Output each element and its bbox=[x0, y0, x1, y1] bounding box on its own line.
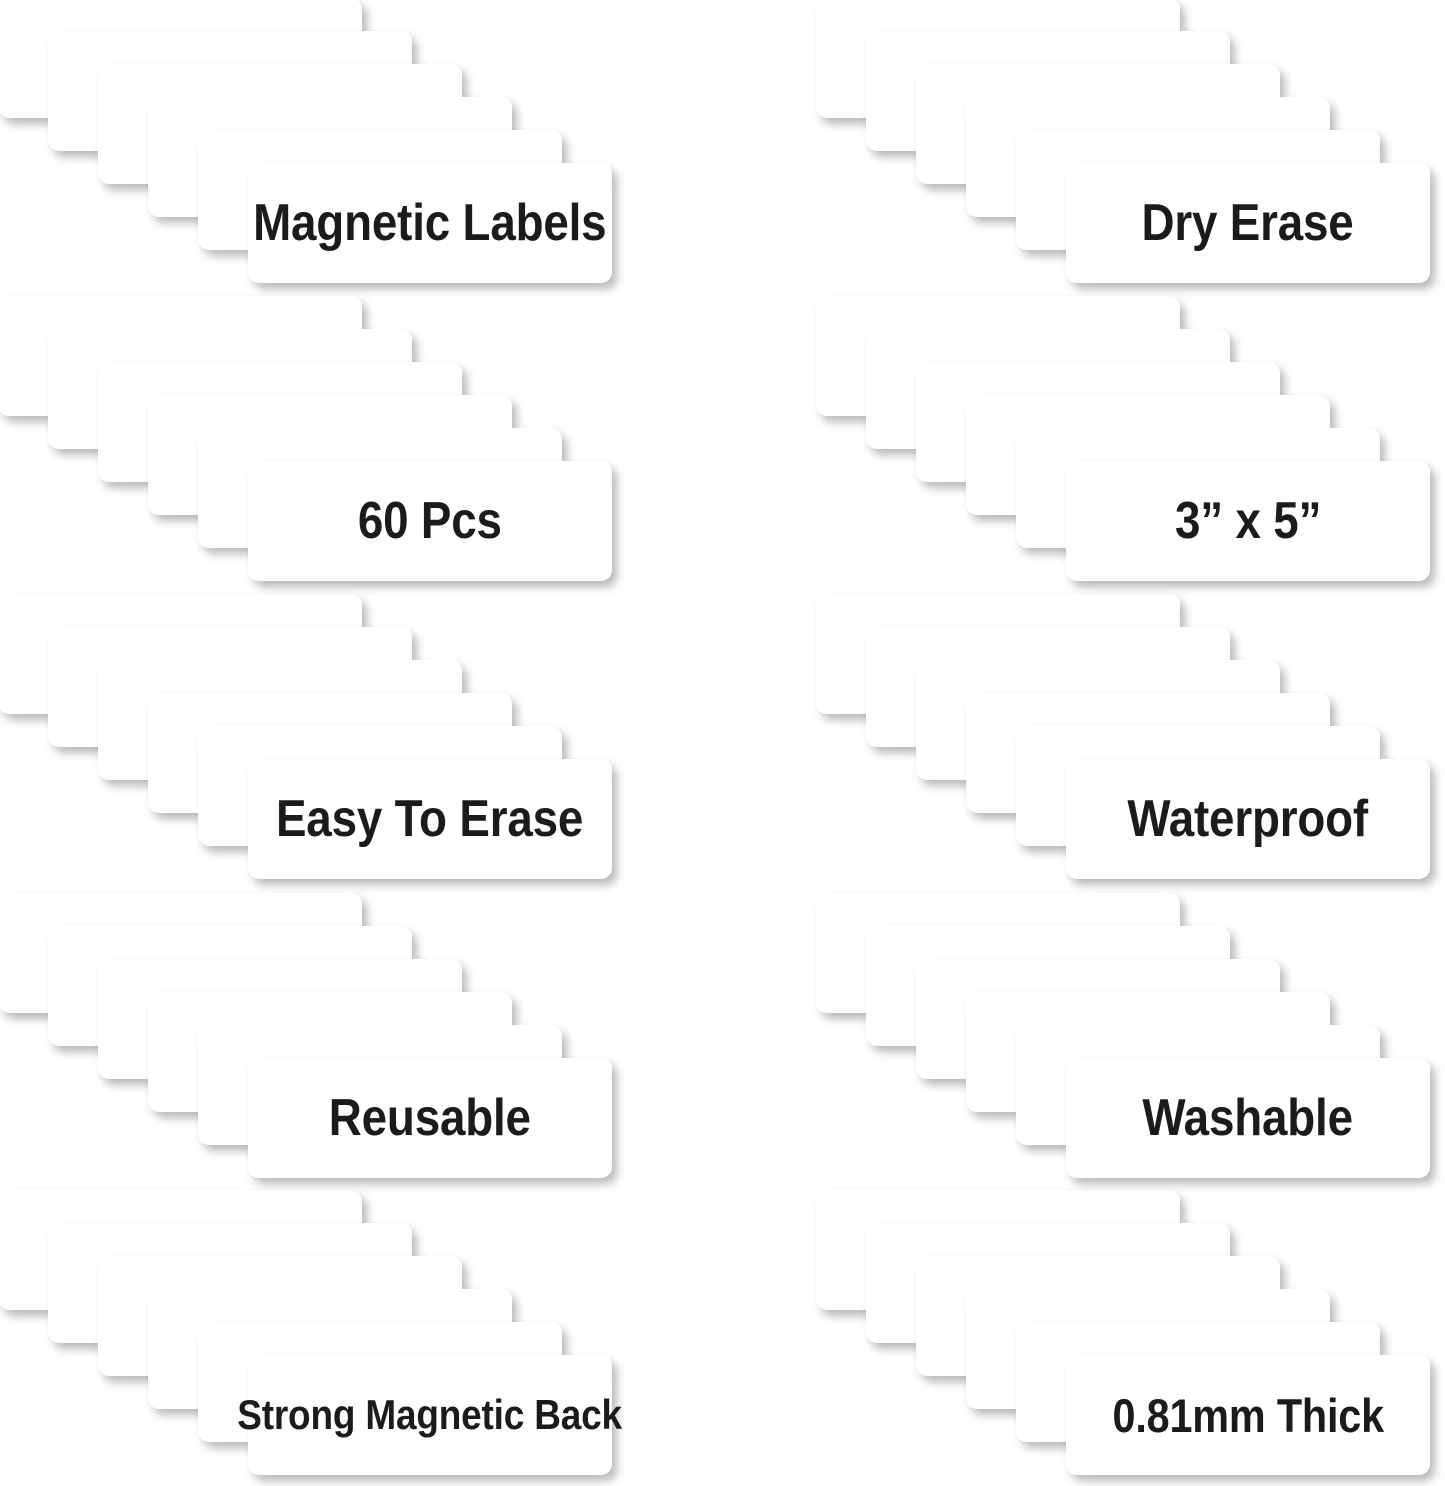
label-card-front: Waterproof bbox=[1066, 759, 1430, 879]
label-caption-sixty-pcs: 60 Pcs bbox=[358, 492, 502, 550]
label-caption-dry-erase: Dry Erase bbox=[1141, 194, 1355, 252]
label-stack-dry-erase: Dry Erase bbox=[816, 0, 1430, 284]
label-stack-washable: Washable bbox=[816, 893, 1430, 1179]
label-stack-strong-magnetic-back: Strong Magnetic Back bbox=[0, 1190, 622, 1476]
label-caption-magnetic-labels: Magnetic Labels bbox=[253, 194, 607, 252]
label-card-front: Easy To Erase bbox=[248, 759, 612, 879]
label-caption-reusable: Reusable bbox=[328, 1089, 532, 1147]
label-stack-reusable: Reusable bbox=[0, 893, 612, 1179]
label-caption-thickness: 0.81mm Thick bbox=[1112, 1388, 1384, 1442]
label-card-front: 0.81mm Thick bbox=[1066, 1355, 1430, 1475]
label-caption-waterproof: Waterproof bbox=[1127, 790, 1369, 848]
label-stack-easy-to-erase: Easy To Erase bbox=[0, 594, 612, 880]
label-card-front: Magnetic Labels bbox=[248, 163, 612, 283]
label-caption-washable: Washable bbox=[1142, 1089, 1354, 1147]
label-card-front: Dry Erase bbox=[1066, 163, 1430, 283]
label-stack-sixty-pcs: 60 Pcs bbox=[0, 296, 612, 582]
label-stack-dimensions: 3” x 5” bbox=[816, 296, 1430, 582]
label-card-front: 3” x 5” bbox=[1066, 461, 1430, 581]
label-card-front: Washable bbox=[1066, 1058, 1430, 1178]
label-stack-magnetic-labels: Magnetic Labels bbox=[0, 0, 612, 284]
label-caption-easy-to-erase: Easy To Erase bbox=[276, 790, 584, 848]
label-stack-thickness: 0.81mm Thick bbox=[816, 1190, 1430, 1476]
label-caption-dimensions: 3” x 5” bbox=[1174, 492, 1322, 550]
label-card-front: Reusable bbox=[248, 1058, 612, 1178]
label-stack-waterproof: Waterproof bbox=[816, 594, 1430, 880]
label-card-front: Strong Magnetic Back bbox=[238, 1355, 622, 1475]
label-card-front: 60 Pcs bbox=[248, 461, 612, 581]
label-caption-strong-magnetic-back: Strong Magnetic Back bbox=[237, 1391, 623, 1438]
